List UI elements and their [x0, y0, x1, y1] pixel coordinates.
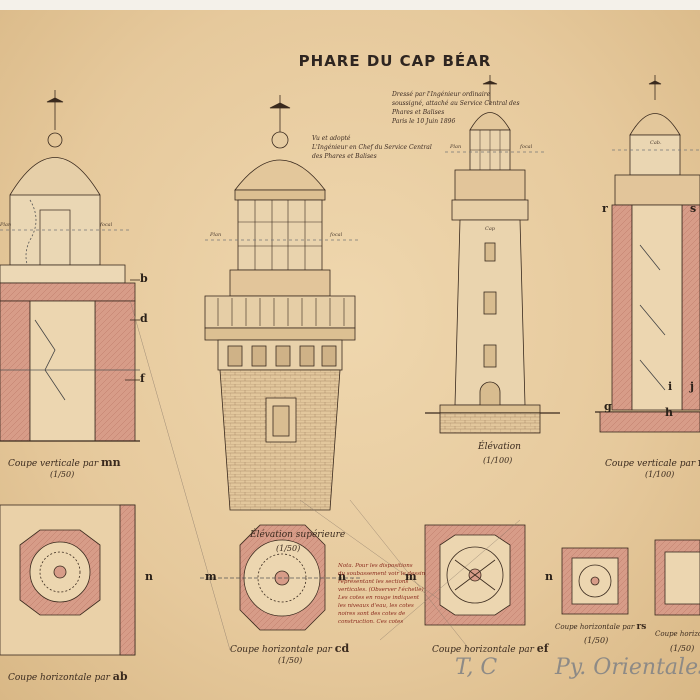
- plan-label: Plan: [450, 144, 462, 150]
- section-letter-d: d: [140, 312, 148, 325]
- red-nota: Nota. Pour les dispositions du soubassem…: [338, 562, 425, 626]
- pencil-annotation: Py. Orientales: [555, 655, 700, 680]
- red-nota-line: du soubassement voir le dessin: [338, 571, 426, 577]
- caption-text: Coupe horizontale par: [432, 645, 537, 655]
- section-letter-r: r: [602, 202, 608, 215]
- red-nota-line: noires sont des cotes de: [338, 611, 406, 617]
- caption-cut: ab: [112, 670, 128, 683]
- construction-lines: [129, 299, 521, 651]
- caption-coupe-ab: Coupe horizontale par ab: [8, 670, 128, 683]
- sheet-title: PHARE DU CAP BÉAR: [298, 52, 492, 70]
- caption-cut: rs: [636, 622, 647, 632]
- approval-note-line: des Phares et Balises: [312, 153, 377, 160]
- section-letter-i: i: [668, 380, 673, 393]
- plan-label: Plan: [210, 232, 222, 238]
- signature-note-line: soussigné, attaché au Service Central de…: [392, 100, 520, 107]
- caption-scale: (1/50): [276, 544, 301, 553]
- section-letter-j: j: [690, 380, 694, 393]
- caption-scale: (1/100): [645, 470, 675, 479]
- caption-cut: mn: [101, 456, 121, 469]
- caption-text: Coupe horizontale par: [8, 673, 113, 683]
- caption-coupe-ef: Coupe horizontale par ef: [432, 642, 548, 655]
- caption-coupe-tu: Coupe horizontale: [655, 630, 700, 638]
- full-elevation: [425, 75, 560, 434]
- section-letter-g: g: [604, 400, 612, 413]
- red-nota-line: les niveaux d'eau, les cotes: [338, 603, 414, 609]
- red-nota-line: Les cotes en rouge indiquent: [338, 595, 420, 601]
- sheet-top-edge: [0, 0, 700, 10]
- section-letter-n: n: [338, 570, 346, 583]
- caption-cut: cd: [334, 642, 350, 655]
- signature-note-line: Paris le 10 Juin 1896: [392, 118, 456, 125]
- caption-coupe-rs: Coupe horizontale par rs: [555, 622, 646, 632]
- plan-cd: [200, 524, 360, 631]
- caption-elevation-superieure: Élévation supérieure: [250, 530, 346, 540]
- signature-note-line: Dressé par l'Ingénieur ordinaire: [392, 91, 491, 98]
- left-vertical-section: [0, 90, 140, 442]
- caption-cut: mn: [698, 456, 700, 469]
- caption-scale: (1/50): [670, 644, 695, 653]
- focal-label: focal: [520, 144, 533, 150]
- caption-coupe-verticale-right: Coupe verticale par mn: [605, 456, 700, 469]
- plan-tu: [654, 539, 700, 616]
- caption-text: Coupe horizontale par: [555, 623, 637, 631]
- section-letter-s: s: [690, 202, 697, 215]
- section-letter-b: b: [140, 272, 148, 285]
- signature-note-line: Phares et Balises: [392, 109, 445, 116]
- section-letter-f: f: [140, 372, 145, 385]
- cap-label: Cap: [485, 226, 496, 232]
- caption-coupe-verticale-left: Coupe verticale par mn: [8, 456, 121, 469]
- caption-elevation: Élévation: [478, 442, 521, 452]
- plan-ab: [0, 504, 136, 656]
- caption-scale: (1/100): [483, 456, 513, 465]
- caption-cut: ef: [536, 642, 549, 655]
- caption-scale: (1/50): [584, 636, 609, 645]
- approval-note-line: L'Ingénieur en Chef du Service Central: [312, 144, 432, 151]
- plan-rs: [561, 547, 629, 615]
- section-letter-m: m: [205, 570, 217, 583]
- caption-coupe-cd: Coupe horizontale par cd: [230, 642, 349, 655]
- caption-text: Coupe horizontale par: [230, 645, 335, 655]
- caption-text: Coupe verticale par: [8, 459, 102, 469]
- signature-note: Dressé par l'Ingénieur ordinaire soussig…: [392, 90, 520, 126]
- section-letter-n: n: [545, 570, 553, 583]
- approval-note-line: Vu et adopté: [312, 135, 351, 142]
- section-letter-m: m: [405, 570, 417, 583]
- approval-note: Vu et adopté L'Ingénieur en Chef du Serv…: [312, 134, 432, 161]
- red-nota-line: représentant les sections: [338, 579, 409, 585]
- caption-text: Coupe verticale par: [605, 459, 699, 469]
- upper-elevation: [204, 95, 360, 511]
- pencil-annotation: T, C: [455, 655, 498, 680]
- caption-scale: (1/50): [278, 656, 303, 665]
- caption-scale: (1/50): [50, 470, 75, 479]
- plan-ef: [424, 524, 526, 626]
- cab-label: Cab.: [650, 140, 662, 146]
- right-vertical-section: [595, 75, 700, 433]
- red-nota-line: construction. Ces cotes: [338, 619, 404, 625]
- section-letter-n: n: [145, 570, 153, 583]
- red-nota-line: Nota. Pour les dispositions: [338, 563, 413, 569]
- focal-label: focal: [330, 232, 343, 238]
- section-letter-h: h: [665, 406, 673, 419]
- red-nota-line: verticales. (Observer l'échelle): [338, 587, 424, 593]
- plan-label: Plan: [0, 222, 12, 228]
- focal-label: focal: [100, 222, 113, 228]
